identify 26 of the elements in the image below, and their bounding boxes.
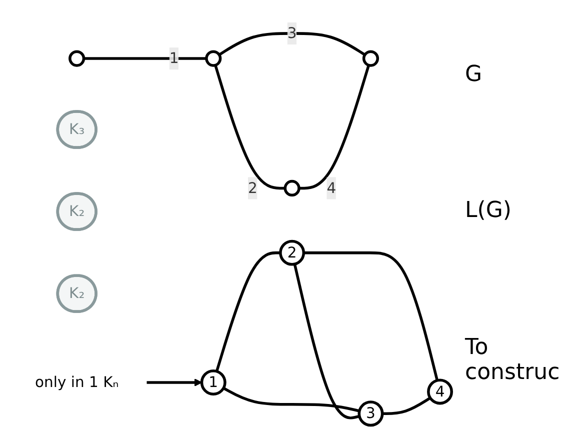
edge-label: 3	[287, 24, 297, 42]
node-circle: 4	[427, 378, 453, 404]
edge-label: 4	[326, 178, 336, 196]
note-text: To construc	[465, 335, 561, 386]
edge-label: 1	[169, 49, 179, 67]
node-circle	[205, 50, 222, 67]
connector	[222, 386, 360, 412]
arrow	[146, 378, 202, 386]
connector	[215, 251, 280, 372]
node-circle: 3	[358, 400, 384, 426]
connector	[382, 396, 431, 415]
node-circle	[68, 50, 86, 67]
connector	[214, 64, 286, 190]
connector	[218, 32, 366, 56]
edge-label: 2	[248, 178, 258, 196]
connector	[304, 251, 439, 380]
note-text: L(G)	[465, 198, 512, 224]
node-circle	[284, 180, 300, 196]
node-text: only in 1 Kₙ	[35, 372, 119, 390]
connector	[293, 264, 360, 419]
node-circle: 1	[200, 369, 226, 396]
node-circle	[362, 50, 380, 67]
connector	[84, 56, 206, 60]
connector	[298, 64, 370, 190]
node-circle: 2	[279, 240, 306, 266]
note-text: G	[465, 62, 484, 87]
